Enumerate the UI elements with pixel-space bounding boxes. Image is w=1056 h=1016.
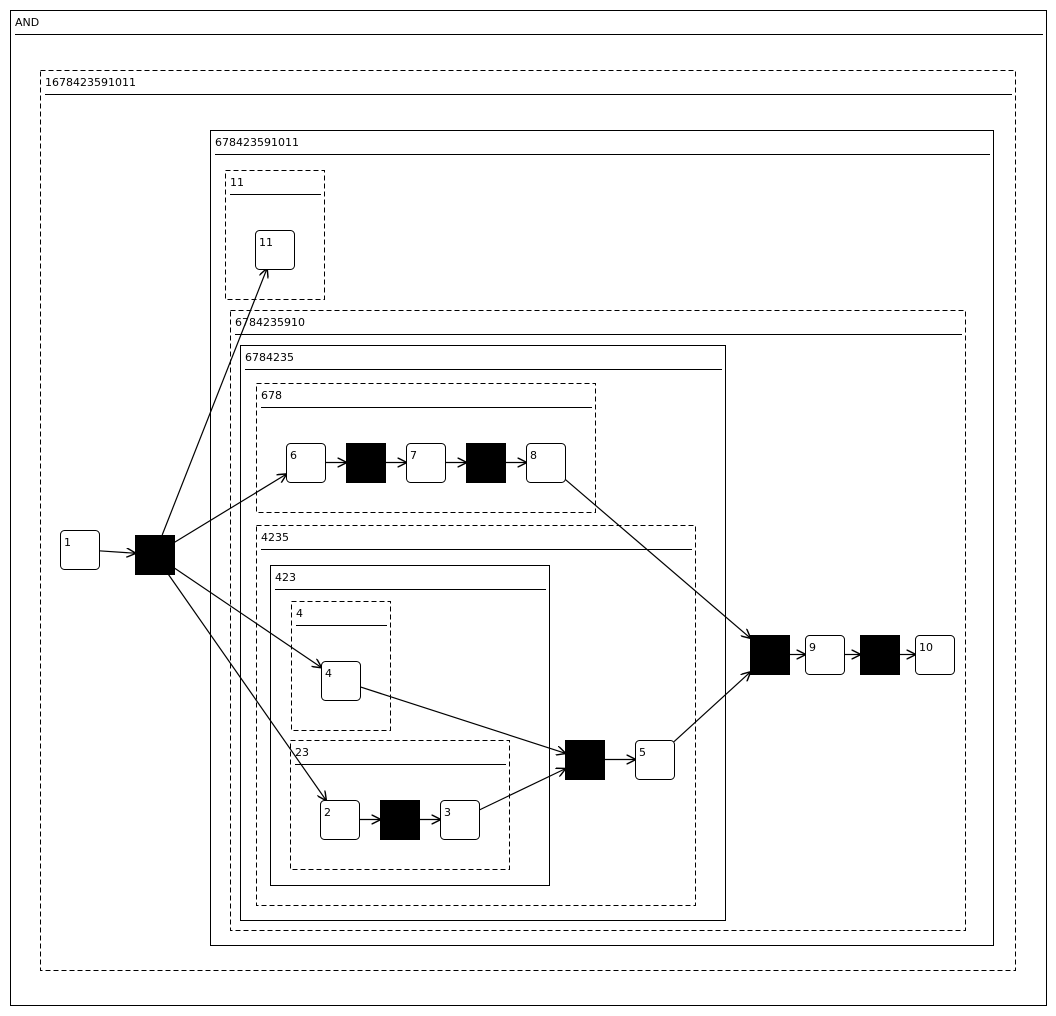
task-box[interactable] (635, 740, 675, 780)
frame-border (256, 525, 696, 906)
edge-t5-to-gE (673, 672, 750, 743)
task-label: 8 (530, 449, 537, 462)
task-label: 4 (325, 667, 332, 680)
edge-gA-to-t11 (161, 269, 267, 536)
task-node-10[interactable]: 10 (915, 635, 955, 675)
task-node-11[interactable]: 11 (255, 230, 295, 270)
frame-f23: 23 (290, 740, 510, 870)
gateway-node-gC[interactable] (466, 443, 506, 483)
frame-f423: 423 (270, 565, 550, 886)
frame-label: 6784235 (245, 351, 294, 364)
task-label: 2 (324, 806, 331, 819)
task-label: 3 (444, 806, 451, 819)
task-box[interactable] (320, 800, 360, 840)
frame-f678: 6 7 8 (256, 383, 596, 513)
frame-border (240, 345, 726, 921)
gateway-node-gB[interactable] (346, 443, 386, 483)
task-box[interactable] (406, 443, 446, 483)
task-label: 5 (639, 746, 646, 759)
frame-label: 6784235910 (235, 316, 305, 329)
frame-f6784235: 6784235 (240, 345, 726, 921)
frame-and: AND (10, 10, 1047, 1006)
frame-label: 1678423591011 (45, 76, 136, 89)
task-box[interactable] (286, 443, 326, 483)
frame-f11: 11 (225, 170, 325, 300)
frame-label: 423 (275, 571, 296, 584)
task-label: 7 (410, 449, 417, 462)
gateway-node-gG[interactable] (860, 635, 900, 675)
frame-border (40, 70, 1016, 971)
edge-gA-to-t2 (167, 573, 326, 800)
edge-t4-to-gF (359, 686, 565, 753)
frame-border (230, 310, 966, 931)
edge-gA-to-t6 (173, 474, 286, 544)
task-label: 1 (64, 536, 71, 549)
edge-t1-to-gA (98, 551, 135, 553)
frame-f1678423591011: 1678423591011 (40, 70, 1016, 971)
task-label: 9 (809, 641, 816, 654)
task-box[interactable] (805, 635, 845, 675)
task-box[interactable] (321, 661, 361, 701)
frame-label: 23 (295, 746, 309, 759)
gateway-node-gA[interactable] (135, 535, 175, 575)
frame-f678423591011: 678423591011 (210, 130, 994, 946)
task-box[interactable] (440, 800, 480, 840)
frame-f4: 4 (291, 601, 391, 731)
edge-t3-to-gF (478, 769, 565, 811)
frame-label: 11 (230, 176, 244, 189)
task-label: 10 (919, 641, 933, 654)
gateway-node-gF[interactable] (565, 740, 605, 780)
frame-label: AND (15, 16, 39, 29)
frame-label: 678423591011 (215, 136, 299, 149)
frame-f4235: 4235 (256, 525, 696, 906)
frame-border (290, 740, 510, 870)
task-node-8[interactable]: 8 (526, 443, 566, 483)
edge-t8-to-gE (564, 478, 750, 638)
task-label: 6 (290, 449, 297, 462)
frame-border (225, 170, 325, 300)
frame-f6784235910: 6784235910 (230, 310, 966, 931)
task-label: 11 (259, 236, 273, 249)
edge-gA-to-t4 (173, 567, 321, 668)
task-node-4[interactable]: 4 (321, 661, 361, 701)
gateway-node-gD[interactable] (380, 800, 420, 840)
frame-border (10, 10, 1047, 1006)
frame-border (291, 601, 391, 731)
task-node-5[interactable]: 5 (635, 740, 675, 780)
task-node-3[interactable]: 3 (440, 800, 480, 840)
task-node-9[interactable]: 9 (805, 635, 845, 675)
gateway-node-gE[interactable] (750, 635, 790, 675)
task-node-2[interactable]: 2 (320, 800, 360, 840)
task-node-7[interactable]: 7 (406, 443, 446, 483)
frame-border (270, 565, 550, 886)
task-node-1[interactable]: 1 (60, 530, 100, 570)
task-box[interactable] (255, 230, 295, 270)
task-box[interactable] (60, 530, 100, 570)
task-box[interactable] (915, 635, 955, 675)
frame-label: 678 (261, 389, 282, 402)
task-node-6[interactable]: 6 (286, 443, 326, 483)
frame-label: 4235 (261, 531, 289, 544)
frame-border (210, 130, 994, 946)
task-box[interactable] (526, 443, 566, 483)
frame-label: 4 (296, 607, 303, 620)
frame-border (256, 383, 596, 513)
